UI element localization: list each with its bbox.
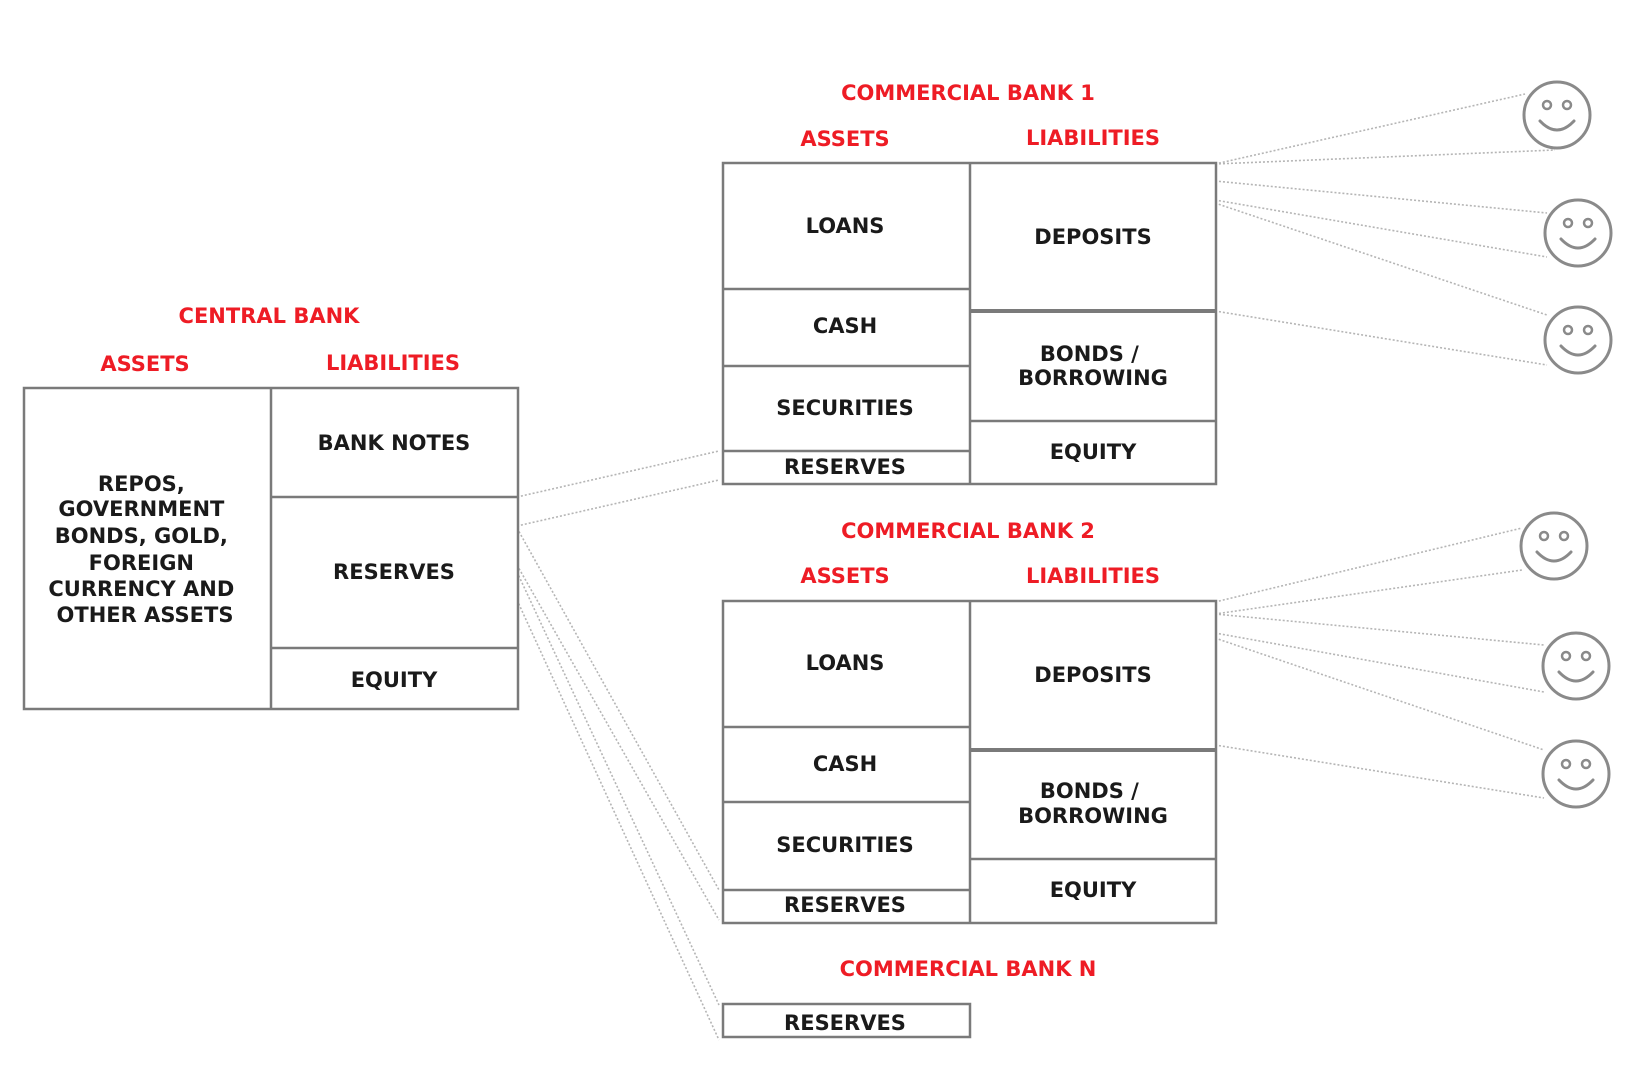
commercial-bank-1-equity: EQUITY xyxy=(1050,440,1137,464)
commercial-bank-2-loans: LOANS xyxy=(806,651,885,675)
commercial-bank-n-title: COMMERCIAL BANK N xyxy=(840,957,1097,981)
commercial-bank-2-equity: EQUITY xyxy=(1050,878,1137,902)
connector-cb-to-bank2-reserves xyxy=(516,527,720,891)
connector-bank1-to-depositor xyxy=(1214,199,1548,258)
smiley-icon xyxy=(1543,305,1613,375)
central-bank-title: CENTRAL BANK xyxy=(179,304,361,328)
central-bank-liabilities-heading: LIABILITIES xyxy=(326,351,460,375)
commercial-bank-2-liabilities-heading: LIABILITIES xyxy=(1026,564,1160,588)
central-bank-equity: EQUITY xyxy=(351,668,438,692)
commercial-bank-1-securities: SECURITIES xyxy=(776,396,914,420)
commercial-bank-1-cash: CASH xyxy=(813,314,877,338)
smiley-icon xyxy=(1519,511,1589,581)
connector-bank1-to-depositor xyxy=(1214,310,1548,366)
central-bank-reserves: RESERVES xyxy=(333,560,455,584)
connector-bank2-to-depositor xyxy=(1214,637,1545,751)
commercial-bank-1-deposits: DEPOSITS xyxy=(1034,225,1151,249)
central-bank-assets-text: REPOS, GOVERNMENT BONDS, GOLD, FOREIGN C… xyxy=(48,472,241,627)
connector-lines xyxy=(516,93,1556,1041)
connector-bank2-to-depositor xyxy=(1214,569,1523,615)
commercial-bank-1-loans: LOANS xyxy=(806,214,885,238)
commercial-bank-1-reserves: RESERVES xyxy=(784,455,906,479)
commercial-bank-n-reserves-box xyxy=(721,1002,972,1039)
commercial-bank-2-assets-heading: ASSETS xyxy=(800,564,889,588)
central-bank-assets-heading: ASSETS xyxy=(100,352,189,376)
commercial-bank-1-liabilities-heading: LIABILITIES xyxy=(1026,126,1160,150)
central-bank-bank-notes: BANK NOTES xyxy=(318,431,471,455)
commercial-bank-1-assets-heading: ASSETS xyxy=(800,127,889,151)
smiley-icon xyxy=(1541,631,1611,701)
connector-cb-to-bank1-reserves xyxy=(516,450,720,498)
commercial-bank-2-cash: CASH xyxy=(813,752,877,776)
commercial-bank-1: COMMERCIAL BANK 1 ASSETS LIABILITIES LOA… xyxy=(721,81,1218,486)
connector-bank2-to-depositor xyxy=(1214,632,1545,693)
commercial-bank-1-bonds-borrowing: BONDS / BORROWING xyxy=(1018,342,1168,390)
connector-bank1-to-depositor xyxy=(1214,202,1548,316)
commercial-bank-2-bonds-borrowing: BONDS / BORROWING xyxy=(1018,779,1168,828)
commercial-bank-n-reserves: RESERVES xyxy=(784,1011,906,1035)
connector-bank2-to-depositor xyxy=(1214,613,1545,646)
depositors xyxy=(1519,80,1613,809)
commercial-bank-n: COMMERCIAL BANK N RESERVES xyxy=(721,957,1097,1039)
commercial-bank-1-title: COMMERCIAL BANK 1 xyxy=(841,81,1095,105)
commercial-bank-2-securities: SECURITIES xyxy=(776,833,914,857)
commercial-bank-2-deposits: DEPOSITS xyxy=(1034,663,1151,687)
connector-bank1-to-depositor xyxy=(1214,149,1556,165)
smiley-icon xyxy=(1522,80,1592,150)
connector-bank2-to-depositor xyxy=(1214,527,1523,603)
connector-bank2-to-depositor xyxy=(1214,744,1545,799)
connector-bank1-to-depositor xyxy=(1214,180,1548,214)
commercial-bank-2-reserves: RESERVES xyxy=(784,893,906,917)
smiley-icon xyxy=(1543,198,1613,268)
connector-cb-to-bankn-reserves xyxy=(516,571,720,1006)
connector-cb-to-bank2-reserves xyxy=(516,564,720,921)
connector-cb-to-bankn-reserves xyxy=(516,599,720,1041)
connector-cb-to-bank1-reserves xyxy=(516,479,720,527)
connector-bank1-to-depositor xyxy=(1214,93,1526,165)
commercial-bank-2: COMMERCIAL BANK 2 ASSETS LIABILITIES LOA… xyxy=(721,519,1218,925)
commercial-bank-2-title: COMMERCIAL BANK 2 xyxy=(841,519,1095,543)
central-bank: CENTRAL BANK ASSETS LIABILITIES REPOS, G… xyxy=(22,304,520,711)
smiley-icon xyxy=(1541,739,1611,809)
